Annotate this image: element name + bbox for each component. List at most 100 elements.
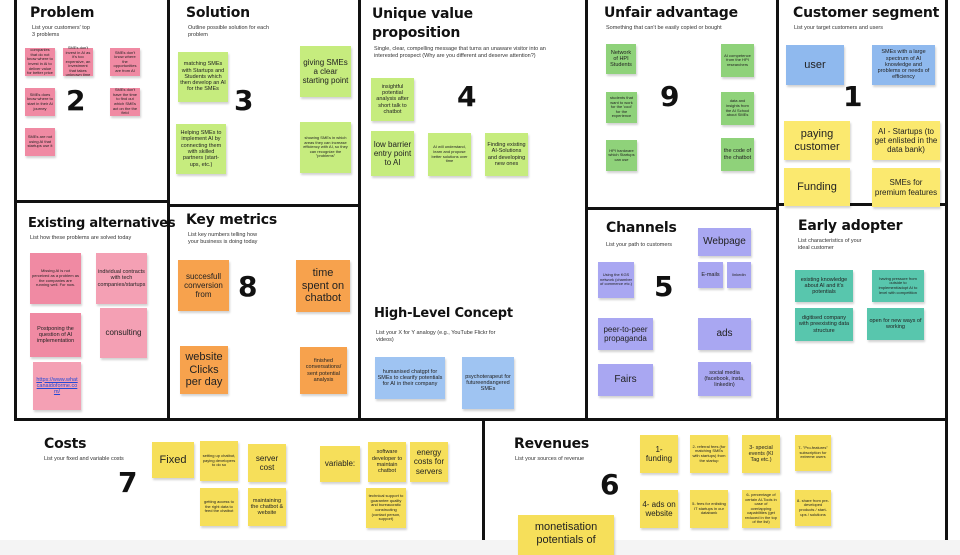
sticky-note: SMEs don't invest in AI as it's too expe… — [63, 45, 93, 77]
sticky-note: setting up chatbot, paying developers to… — [200, 441, 238, 481]
sticky-note: AI will understand, learn and propose be… — [428, 133, 471, 176]
sticky-note: time spent on chatbot — [296, 260, 350, 312]
customer-number: 1 — [843, 80, 863, 113]
sticky-note: linkedin — [727, 262, 751, 288]
sticky-note: digitised company with preexisting data … — [795, 308, 853, 341]
sticky-note: AI - Startups (to get enlisted in the da… — [872, 121, 940, 160]
sticky-note: 5- fees for enlisting IT startups in our… — [690, 490, 728, 528]
uvp-title: Unique value proposition — [372, 6, 473, 41]
sticky-note: SMEs with a large spectrum of AI knowled… — [872, 45, 935, 85]
sticky-note: Helping SMEs to implement AI by connecti… — [176, 124, 226, 174]
sticky-note: 7- "Pro-features" subscription for extre… — [795, 435, 831, 471]
sticky-note: Finding existing AI-Solutions and develo… — [485, 133, 528, 176]
hlc-subtitle: List your X for Y analogy (e.g., YouTube… — [376, 330, 496, 343]
divider — [167, 0, 170, 420]
sticky-note: social media (facebook, insta, linkedin) — [698, 362, 751, 396]
sticky-note: 6- percentage of certain AI-Tools in cas… — [742, 490, 780, 528]
divider — [167, 204, 360, 207]
sticky-note: Funding — [784, 168, 850, 206]
sticky-note: insightful potential analysis after shor… — [371, 78, 414, 121]
sticky-note: SMEs don't have the time to find out whi… — [110, 87, 140, 116]
sticky-note: existing knowledge about AI and it's pot… — [795, 270, 853, 302]
sticky-note: individual contracts with tech companies… — [96, 253, 147, 304]
sticky-note: server cost — [248, 444, 286, 482]
customer-subtitle: List your target customers and users — [794, 25, 883, 31]
divider — [358, 0, 361, 420]
divider — [14, 200, 169, 203]
sticky-note: getting access to the right data to feed… — [200, 488, 238, 526]
uvp-subtitle: Single, clear, compelling message that t… — [374, 46, 546, 59]
sticky-note: low barrier entry point to AI — [371, 131, 414, 176]
costs-subtitle: List your fixed and variable costs — [44, 456, 124, 462]
sticky-note: Network of HPI Students — [606, 44, 636, 74]
sticky-note: having pressure from outside to implemen… — [872, 270, 924, 302]
sticky-note: ads — [698, 318, 751, 350]
sticky-note: peer-to-peer propaganda — [598, 318, 653, 350]
unfair-number: 9 — [660, 80, 680, 113]
sticky-note: psychoterapeut for futureendangered SMEs — [462, 357, 514, 409]
sticky-note: technical support to guarantee quality a… — [366, 488, 406, 528]
metrics-number: 8 — [238, 270, 258, 303]
sticky-note: HPI hardware which Startups can use — [606, 140, 637, 171]
sticky-note: Webpage — [698, 228, 751, 256]
sticky-note: AI competence from the HPI researchers — [721, 44, 754, 77]
revenues-title: Revenues — [514, 436, 590, 452]
sticky-note: students that want to work for the 'cool… — [606, 92, 637, 123]
sticky-note: SMEs don't know where the opportunities … — [110, 48, 140, 76]
sticky-note: 3- special events (KI Tag etc.) — [742, 435, 780, 473]
channels-subtitle: List your path to customers — [606, 242, 673, 248]
external-link-note[interactable]: https://www.whatcanaidoforme.com/ — [33, 362, 81, 410]
sticky-note: data and insights from the AI School abo… — [721, 92, 754, 125]
revenues-subtitle: List your sources of revenue — [515, 456, 585, 462]
sticky-note: variable: — [320, 446, 360, 482]
unfair-subtitle: Something that can't be easily copied or… — [606, 25, 722, 31]
revenues-number: 6 — [600, 468, 620, 501]
sticky-note: user — [786, 45, 844, 85]
uvp-number: 4 — [457, 80, 477, 113]
sticky-note: companies that do not know where to inve… — [25, 47, 55, 76]
metrics-title: Key metrics — [186, 212, 278, 228]
sticky-note: monetisation potentials of — [518, 515, 614, 555]
hlc-title: High-Level Concept — [374, 306, 513, 321]
channels-number: 5 — [654, 270, 674, 303]
sticky-note: paying customer — [784, 121, 850, 160]
sticky-note: Fairs — [598, 364, 653, 396]
customer-title: Customer segment — [793, 5, 940, 21]
sticky-note: humanised chatgpt for SMEs to clearify p… — [375, 357, 445, 399]
sticky-note: showing SMEs in which areas they can inc… — [300, 122, 351, 173]
solution-number: 3 — [234, 84, 254, 117]
solution-subtitle: Outline possible solution for each probl… — [188, 25, 270, 38]
divider — [14, 0, 17, 420]
sticky-note: SMEs for premium features — [872, 168, 940, 207]
sticky-note: the code of the chatbot — [721, 138, 754, 171]
divider — [585, 0, 588, 420]
divider — [945, 0, 948, 540]
sticky-note: open for new ways of working — [867, 308, 924, 340]
divider — [482, 418, 485, 540]
sticky-note: SMEs does know where to start in their A… — [25, 88, 55, 116]
solution-title: Solution — [186, 5, 250, 21]
sticky-note: software developer to maintain chatbot — [368, 442, 406, 482]
early-title: Early adopter — [798, 218, 903, 234]
sticky-note: succesfull conversion from — [178, 260, 229, 311]
sticky-note: SMEs are not using AI that startups use … — [25, 128, 55, 156]
divider — [776, 203, 947, 206]
early-subtitle: List characteristics of your ideal custo… — [798, 238, 862, 251]
sticky-note: energy costs for servers — [410, 442, 448, 482]
sticky-note: 4- ads on website — [640, 490, 678, 528]
costs-number: 7 — [118, 466, 138, 499]
existing-title: Existing alternatives — [28, 216, 176, 231]
sticky-note: Missing AI is not perceived as a problem… — [30, 253, 81, 304]
sticky-note: website Clicks per day — [180, 346, 228, 394]
sticky-note: giving SMEs a clear starting point — [300, 46, 351, 97]
divider — [585, 207, 778, 210]
divider — [14, 418, 948, 421]
sticky-note: 2- referral fees (for matching SMEs with… — [690, 435, 728, 473]
sticky-note: Using the KGS network (chamber of commer… — [598, 262, 634, 298]
sticky-note: E-mails — [698, 262, 723, 288]
sticky-note: Postponing the question of AI implementa… — [30, 313, 81, 357]
problem-subtitle: List your customers' top 3 problems — [32, 25, 90, 38]
problem-number: 2 — [66, 84, 86, 117]
sticky-note: maintaining the chatbot & website — [248, 488, 286, 526]
